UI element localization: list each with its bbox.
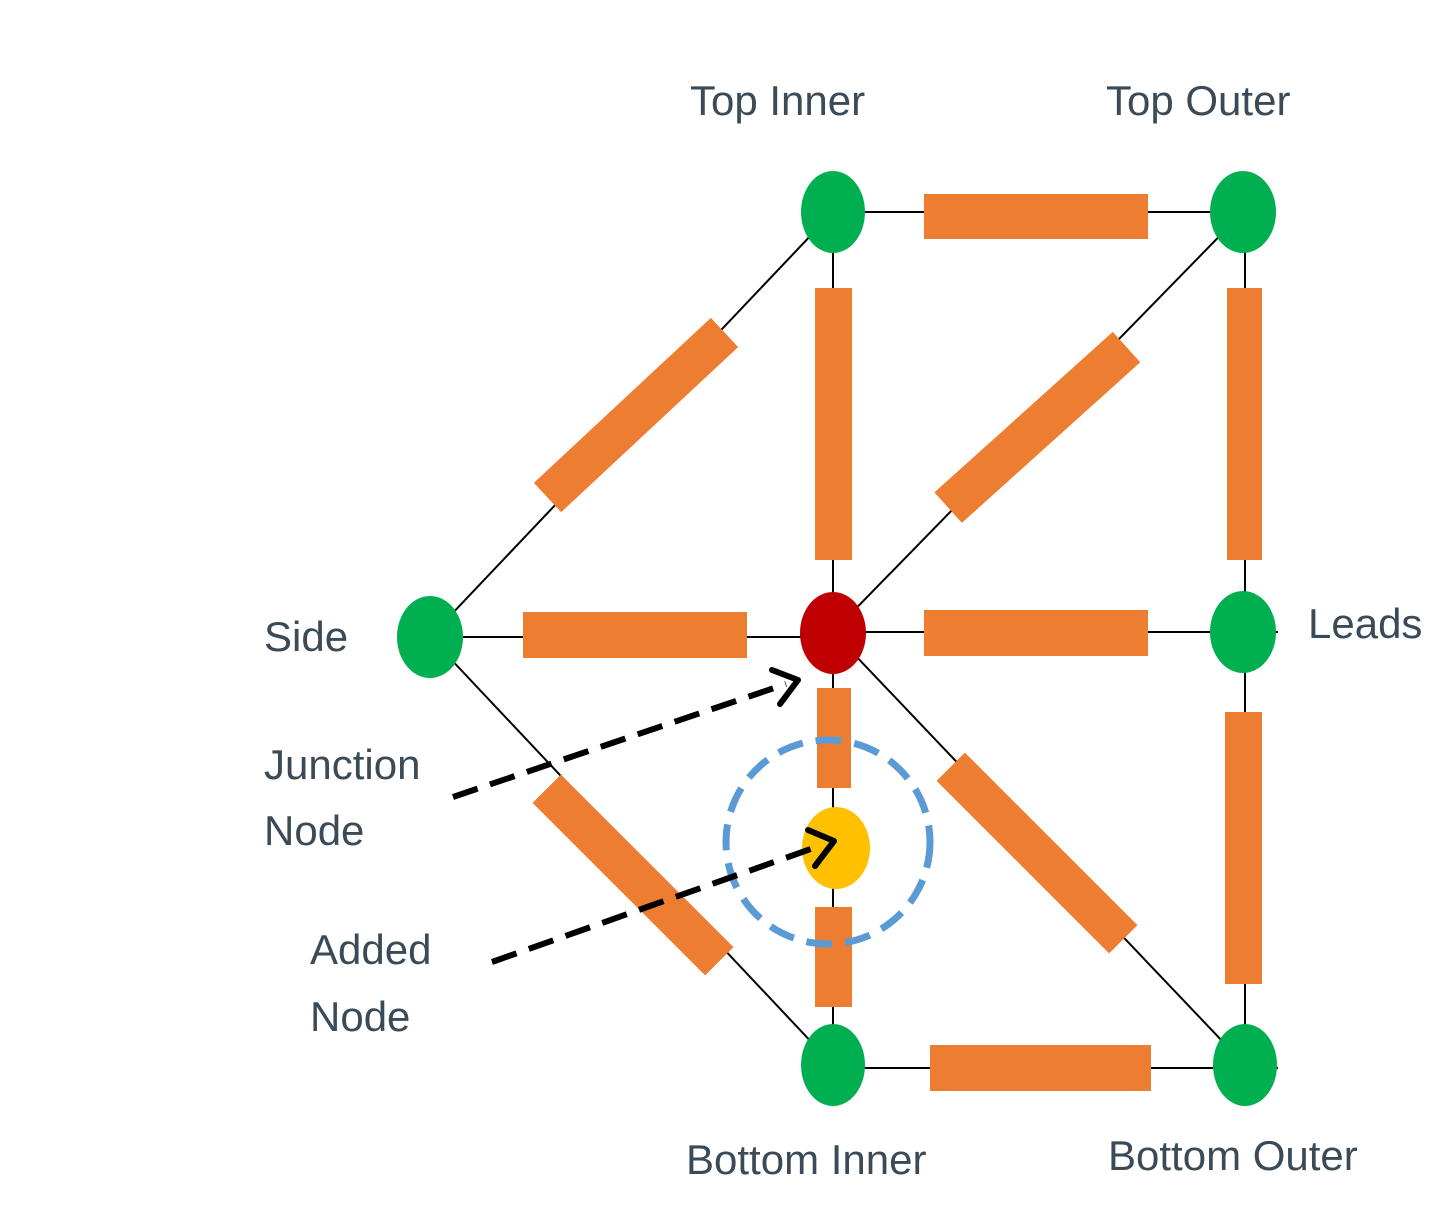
added-node-highlight-ring [722, 736, 934, 948]
label-top-outer: Top Outer [1106, 77, 1291, 124]
label-bottom-outer: Bottom Outer [1108, 1132, 1358, 1179]
resistors [523, 194, 1262, 1091]
label-side: Side [264, 613, 349, 660]
node-side [397, 596, 463, 678]
node-leads [1210, 591, 1276, 673]
resistor-junction-leads [924, 610, 1148, 656]
label-junction-line1: Junction [264, 741, 421, 788]
added-arrow-line [490, 842, 824, 965]
arrows [452, 667, 837, 965]
resistor-bottom [930, 1045, 1151, 1091]
resistor-center-bottom-diagonal [936, 752, 1138, 954]
resistor-center-top-diagonal [934, 331, 1141, 523]
label-added-line2: Node [310, 993, 411, 1040]
node-junction [800, 592, 866, 674]
node-added [802, 807, 870, 889]
node-top-inner [801, 171, 865, 253]
nodes [397, 171, 1277, 1106]
node-bottom-outer [1213, 1024, 1277, 1106]
junction-arrow-head [769, 667, 801, 707]
resistor-outer-vertical-lower [1225, 712, 1262, 984]
junction-arrow-line [452, 681, 787, 800]
label-top-inner: Top Inner [690, 77, 866, 124]
resistor-outer-vertical-upper [1227, 288, 1262, 560]
label-added-line1: Added [310, 926, 432, 973]
resistor-top [924, 194, 1148, 239]
label-junction-line2: Node [264, 807, 365, 854]
resistor-inner-vertical-upper [815, 288, 852, 560]
added-arrow-head [805, 827, 837, 869]
resistor-inner-vertical-low [815, 907, 852, 1007]
label-bottom-inner: Bottom Inner [686, 1136, 927, 1183]
resistor-side-junction [523, 612, 747, 658]
resistor-side-bottom-diagonal [532, 774, 734, 976]
label-leads: Leads [1308, 600, 1423, 647]
node-bottom-inner [801, 1024, 865, 1106]
node-top-outer [1210, 171, 1276, 253]
resistor-side-top-diagonal [533, 317, 739, 513]
